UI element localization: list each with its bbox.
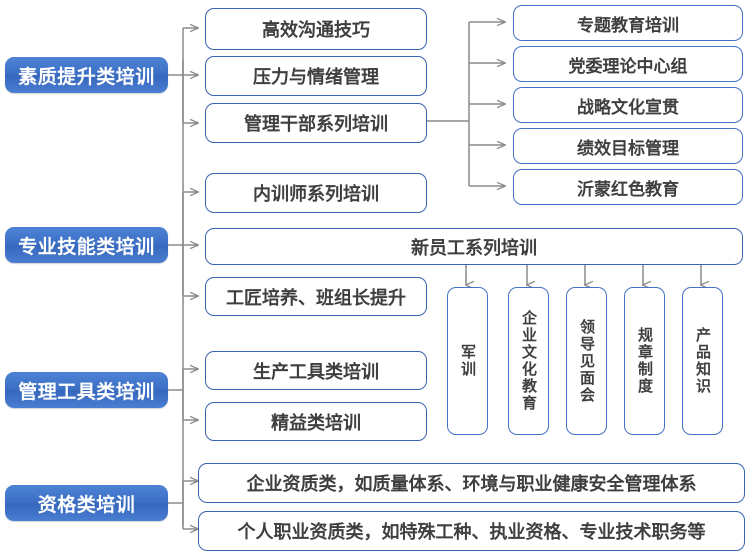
node-label: 专题教育培训 xyxy=(577,15,679,35)
category-label: 资格类培训 xyxy=(37,494,136,516)
vnode-box-rules-regulations[interactable]: 规章制度 xyxy=(624,287,665,435)
vnode-box-leader-meeting[interactable]: 领导见面会 xyxy=(566,287,607,435)
node-label: 新员工系列培训 xyxy=(411,237,537,258)
category-chip-tools[interactable]: 管理工具类培训 xyxy=(5,372,168,408)
node-box-stress-emotion[interactable]: 压力与情绪管理 xyxy=(205,56,427,96)
node-box-strategy-culture[interactable]: 战略文化宣贯 xyxy=(513,87,743,123)
node-label: 个人职业资质类，如特殊工种、执业资格、专业技术职务等 xyxy=(237,522,706,542)
node-label: 党委理论中心组 xyxy=(568,56,688,76)
node-label: 战略文化宣贯 xyxy=(577,97,679,117)
node-label: 沂蒙红色教育 xyxy=(577,179,679,199)
category-chip-skill[interactable]: 专业技能类培训 xyxy=(5,227,168,263)
node-label: 绩效目标管理 xyxy=(577,138,679,158)
node-box-communication[interactable]: 高效沟通技巧 xyxy=(205,8,427,50)
vnode-label: 军训 xyxy=(459,344,476,378)
vnode-label: 规章制度 xyxy=(636,327,653,395)
category-label: 专业技能类培训 xyxy=(18,236,155,258)
category-label: 管理工具类培训 xyxy=(18,381,155,403)
node-label: 生产工具类培训 xyxy=(253,361,379,382)
vnode-box-product-knowledge[interactable]: 产品知识 xyxy=(682,287,723,435)
node-label: 企业资质类，如质量体系、环境与职业健康安全管理体系 xyxy=(246,474,697,494)
node-box-lean-training[interactable]: 精益类培训 xyxy=(205,402,427,441)
node-box-manager-series[interactable]: 管理干部系列培训 xyxy=(205,103,427,143)
node-box-production-tools[interactable]: 生产工具类培训 xyxy=(205,351,427,390)
node-box-party-theory-group[interactable]: 党委理论中心组 xyxy=(513,46,743,82)
vnode-label: 领导见面会 xyxy=(578,318,595,404)
category-label: 素质提升类培训 xyxy=(18,66,155,88)
node-box-internal-trainer[interactable]: 内训师系列培训 xyxy=(205,173,427,213)
node-label: 高效沟通技巧 xyxy=(262,20,370,40)
node-box-craftsman-teamleader[interactable]: 工匠培养、班组长提升 xyxy=(205,277,427,316)
node-box-personal-qualification[interactable]: 个人职业资质类，如特殊工种、执业资格、专业技术职务等 xyxy=(198,511,745,551)
node-label: 精益类培训 xyxy=(271,412,361,433)
node-label: 压力与情绪管理 xyxy=(253,67,379,87)
vnode-box-military-training[interactable]: 军训 xyxy=(447,287,488,435)
node-label: 工匠培养、班组长提升 xyxy=(226,287,406,308)
node-box-performance-goal[interactable]: 绩效目标管理 xyxy=(513,128,743,164)
node-box-enterprise-qualification[interactable]: 企业资质类，如质量体系、环境与职业健康安全管理体系 xyxy=(198,463,745,503)
node-box-yimeng-red-education[interactable]: 沂蒙红色教育 xyxy=(513,169,743,205)
node-box-special-education[interactable]: 专题教育培训 xyxy=(513,5,743,41)
node-label: 管理干部系列培训 xyxy=(244,114,388,134)
vnode-box-corporate-culture[interactable]: 企业文化教育 xyxy=(508,287,549,435)
node-label: 内训师系列培训 xyxy=(253,184,379,204)
category-chip-qualification[interactable]: 资格类培训 xyxy=(5,485,168,521)
category-chip-quality[interactable]: 素质提升类培训 xyxy=(5,57,168,93)
vnode-label: 产品知识 xyxy=(694,327,711,395)
node-box-new-employee[interactable]: 新员工系列培训 xyxy=(205,228,743,265)
vnode-label: 企业文化教育 xyxy=(520,310,537,412)
